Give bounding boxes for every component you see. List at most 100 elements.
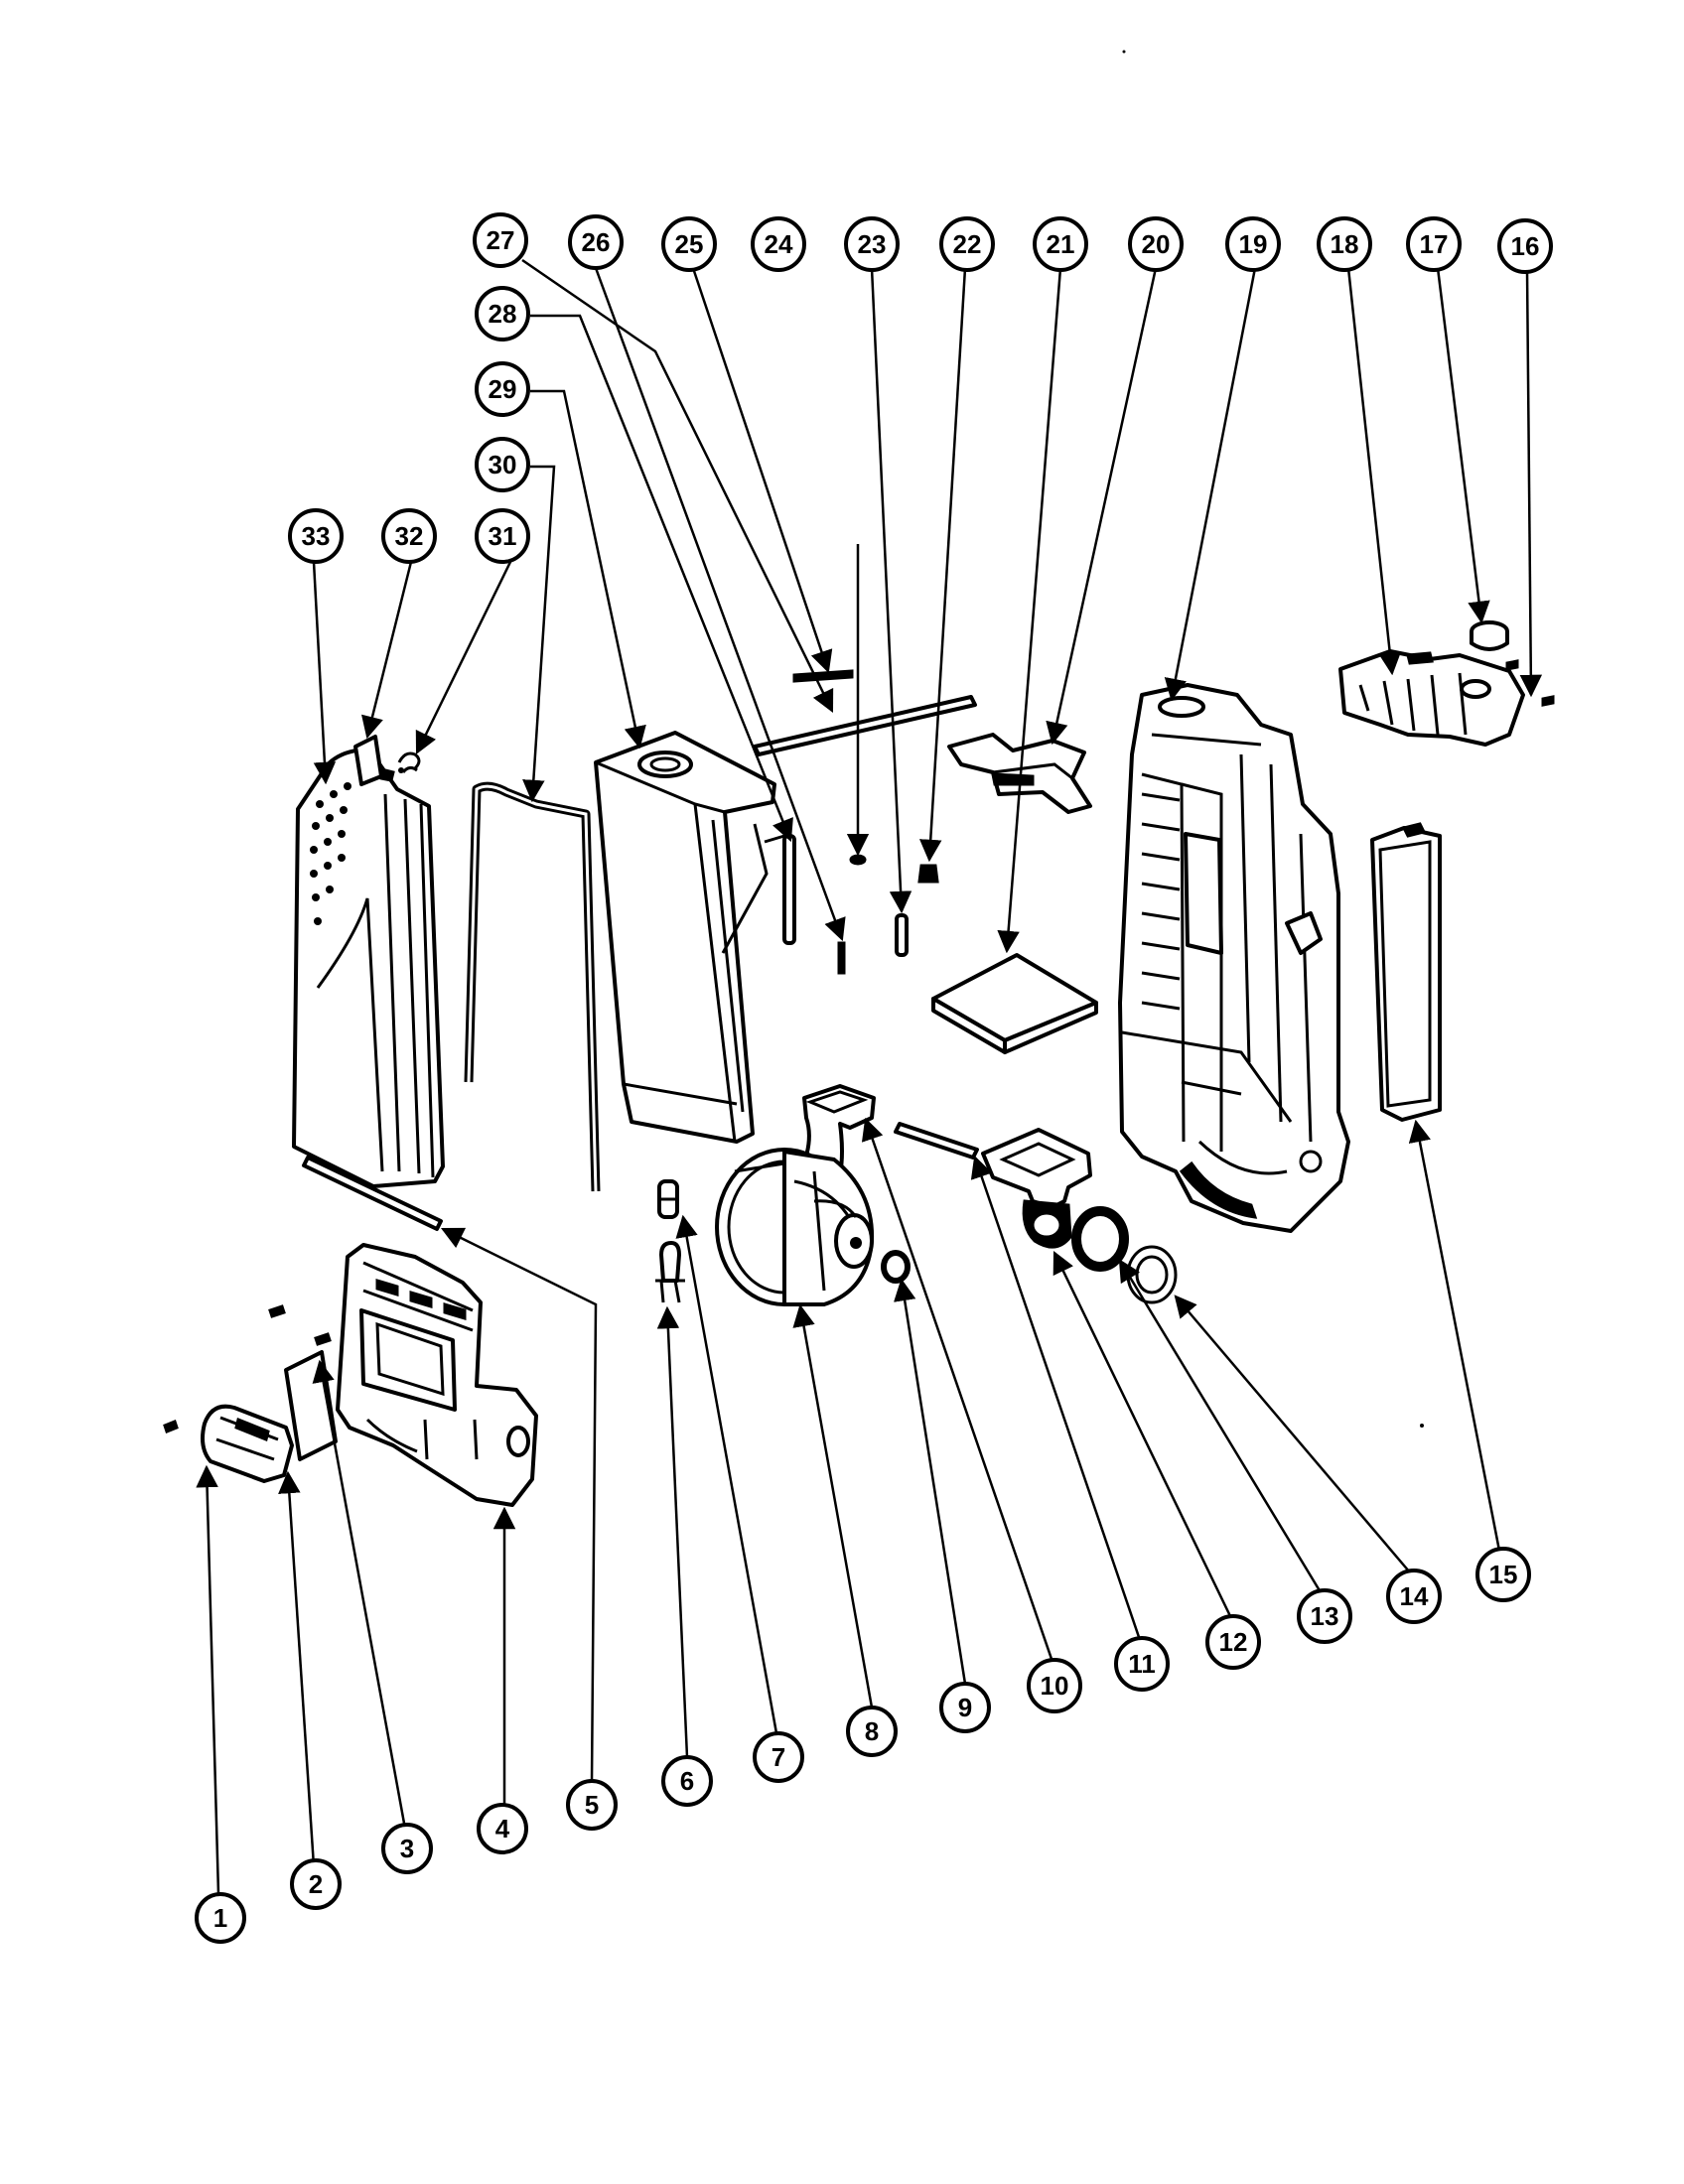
part-13-seal-ring <box>1071 1206 1129 1272</box>
part-17-cap <box>1470 620 1509 651</box>
leader-26 <box>594 267 846 942</box>
callout-28: 28 <box>475 286 530 341</box>
leader-32 <box>360 561 413 740</box>
part-18-handle-section <box>1338 649 1525 747</box>
callout-label: 8 <box>865 1716 879 1746</box>
callout-label: 21 <box>1047 229 1075 259</box>
callout-label: 23 <box>858 229 887 259</box>
callout-26: 26 <box>568 214 624 270</box>
part-23-screw-long <box>895 913 909 957</box>
callout-label: 11 <box>1128 1649 1156 1679</box>
callout-31: 31 <box>475 508 530 564</box>
leader-9 <box>894 1278 967 1685</box>
callout-label: 3 <box>400 1834 414 1863</box>
callout-12: 12 <box>1205 1614 1261 1670</box>
callout-label: 15 <box>1489 1560 1518 1589</box>
part-16-screws <box>1505 659 1555 707</box>
callout-15: 15 <box>1475 1547 1531 1602</box>
part-33-front-cover <box>292 748 445 1188</box>
leader-lines <box>196 258 1543 1895</box>
leader-18 <box>1346 267 1402 676</box>
leader-11 <box>970 1155 1142 1641</box>
leader-3 <box>312 1359 407 1830</box>
leader-1 <box>196 1464 220 1895</box>
part-28-rod <box>764 834 796 945</box>
leader-10 <box>861 1117 1054 1663</box>
callout-label: 32 <box>395 521 424 551</box>
small-screws <box>163 1304 332 1433</box>
callout-10: 10 <box>1027 1658 1082 1713</box>
callout-32: 32 <box>381 508 437 564</box>
part-11-rod <box>894 1122 979 1160</box>
part-29-bag-housing <box>594 731 776 1144</box>
part-25-short-bar <box>792 669 854 683</box>
leader-16 <box>1519 269 1543 698</box>
part-5-strip <box>302 1156 443 1231</box>
callout-4: 4 <box>477 1803 528 1854</box>
leader-19 <box>1164 267 1257 702</box>
leader-2 <box>278 1470 316 1867</box>
part-32-latch <box>353 735 395 786</box>
leader-15 <box>1408 1119 1501 1552</box>
callout-label: 13 <box>1311 1601 1339 1631</box>
part-9-washer <box>881 1250 911 1284</box>
part-8-motor <box>715 1148 875 1306</box>
leader-20 <box>1046 267 1158 746</box>
callout-11: 11 <box>1114 1636 1170 1692</box>
leader-7 <box>675 1214 778 1734</box>
leader-29 <box>530 389 646 750</box>
callout-23: 23 <box>844 216 900 272</box>
leader-25 <box>691 267 833 674</box>
part-24-screw <box>849 854 867 866</box>
leader-30 <box>522 465 556 803</box>
callout-label: 19 <box>1239 229 1268 259</box>
callout-label: 24 <box>765 229 793 259</box>
part-4-lower-housing <box>336 1243 538 1507</box>
callout-3: 3 <box>381 1823 433 1874</box>
callout-25: 25 <box>661 216 717 272</box>
part-27-pin <box>837 941 846 975</box>
part-26-bar <box>753 695 977 756</box>
callout-label: 1 <box>213 1903 227 1933</box>
leader-28 <box>530 314 793 843</box>
callout-label: 22 <box>953 229 982 259</box>
callout-label: 9 <box>958 1693 972 1722</box>
part-31-clip <box>397 751 421 773</box>
callout-13: 13 <box>1297 1588 1352 1644</box>
callout-label: 16 <box>1511 231 1540 261</box>
callout-17: 17 <box>1406 216 1462 272</box>
callout-6: 6 <box>661 1755 713 1807</box>
callout-22: 22 <box>939 216 995 272</box>
callout-16: 16 <box>1497 218 1553 274</box>
callout-1: 1 <box>195 1892 246 1944</box>
part-15-filter-cartridge <box>1370 822 1442 1122</box>
callout-label: 30 <box>489 450 517 479</box>
leader-13 <box>1118 1259 1323 1593</box>
callout-14: 14 <box>1386 1569 1442 1624</box>
stray-dot <box>1122 50 1126 54</box>
part-14-thin-ring <box>1126 1245 1178 1304</box>
callout-33: 33 <box>288 508 344 564</box>
leader-14 <box>1174 1295 1411 1573</box>
callout-18: 18 <box>1317 216 1372 272</box>
stray-dot <box>1420 1424 1424 1428</box>
part-22-fastener <box>917 864 939 884</box>
callout-label: 10 <box>1041 1671 1069 1701</box>
callout-27: 27 <box>473 212 528 268</box>
part-12-port-housing <box>981 1128 1092 1249</box>
callout-5: 5 <box>566 1779 618 1831</box>
callout-7: 7 <box>753 1731 804 1783</box>
callout-label: 20 <box>1142 229 1171 259</box>
callout-label: 26 <box>582 227 611 257</box>
callout-9: 9 <box>939 1682 991 1733</box>
callout-2: 2 <box>290 1858 342 1910</box>
part-30-wire-frame <box>464 781 601 1192</box>
leader-8 <box>792 1303 874 1708</box>
callout-label: 14 <box>1400 1581 1429 1611</box>
part-7-plug <box>657 1179 679 1219</box>
callout-label: 12 <box>1219 1627 1248 1657</box>
callout-label: 18 <box>1331 229 1359 259</box>
leader-23 <box>870 267 912 914</box>
part-6-terminal <box>655 1241 685 1303</box>
